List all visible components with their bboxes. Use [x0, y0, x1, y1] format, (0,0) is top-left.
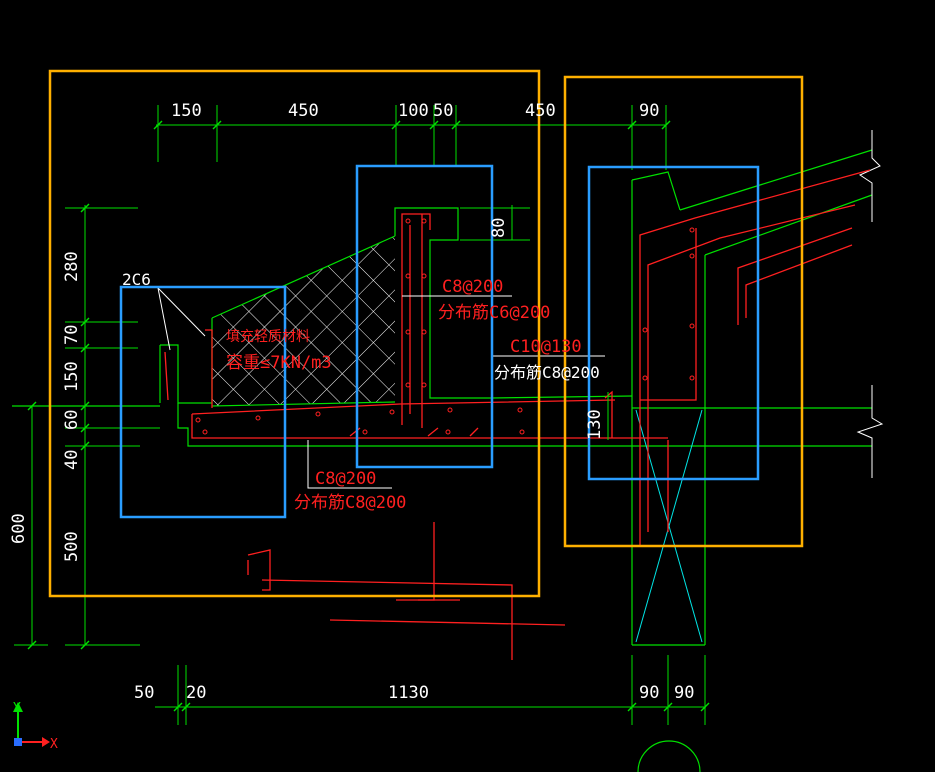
dim-top-150: 150 [171, 101, 202, 121]
dim-left-600: 600 [9, 513, 29, 544]
dim-bottom-20: 20 [186, 683, 206, 703]
grid-axis-bubble [637, 740, 701, 772]
dim-bottom-90a: 90 [639, 683, 659, 703]
dimension-lines [14, 105, 706, 725]
dim-bottom-90b: 90 [674, 683, 694, 703]
dim-top-450b: 450 [525, 101, 556, 121]
centerline-cross [635, 409, 703, 643]
leader-lines [157, 287, 605, 489]
dim-left-280: 280 [62, 251, 82, 282]
label-upstand-main-bar: C8@200 [442, 277, 503, 297]
rebar-lines [164, 169, 871, 660]
axis-y-label: Y [13, 701, 21, 716]
dim-left-500: 500 [62, 531, 82, 562]
label-fill-weight: 容重≤7KN/m3 [226, 353, 332, 373]
highlight-box-upstand[interactable] [355, 164, 494, 469]
label-slab-dist-bar: 分布筋C8@200 [294, 493, 406, 513]
label-fill-material: 填充轻质材料 [226, 329, 310, 345]
label-bar-2c6: 2C6 [122, 270, 151, 289]
label-slab-main-bar: C8@200 [315, 469, 376, 489]
light-fill-hatch [212, 236, 395, 406]
concrete-outline [12, 149, 873, 646]
highlight-box-slab-end[interactable] [119, 285, 287, 519]
highlight-box-left-section[interactable] [48, 69, 541, 598]
dim-top-100: 100 [398, 101, 429, 121]
dimension-ticks [27, 120, 710, 712]
dim-top-50: 50 [433, 101, 453, 121]
dim-left-60: 60 [62, 410, 82, 430]
highlight-box-right-section[interactable] [563, 75, 804, 548]
rebar-dots [195, 218, 695, 435]
label-wall-main-bar: C10@130 [510, 337, 582, 357]
dim-left-150: 150 [62, 361, 82, 392]
dim-wall-130: 130 [585, 409, 605, 440]
dim-top-90: 90 [639, 101, 659, 121]
dim-left-70: 70 [62, 325, 82, 345]
break-lines [856, 130, 884, 478]
label-upstand-dist-bar: 分布筋C6@200 [438, 303, 550, 323]
highlight-box-wall-joint[interactable] [587, 165, 760, 481]
ucs-axes-icon: Y X [13, 701, 58, 752]
dim-left-40: 40 [62, 450, 82, 470]
label-wall-dist-bar: 分布筋C8@200 [494, 363, 600, 382]
dim-top-450a: 450 [288, 101, 319, 121]
axis-x-label: X [50, 737, 58, 752]
dim-bottom-50: 50 [134, 683, 154, 703]
dim-bottom-1130: 1130 [388, 683, 429, 703]
dim-notch-80: 80 [489, 218, 509, 238]
